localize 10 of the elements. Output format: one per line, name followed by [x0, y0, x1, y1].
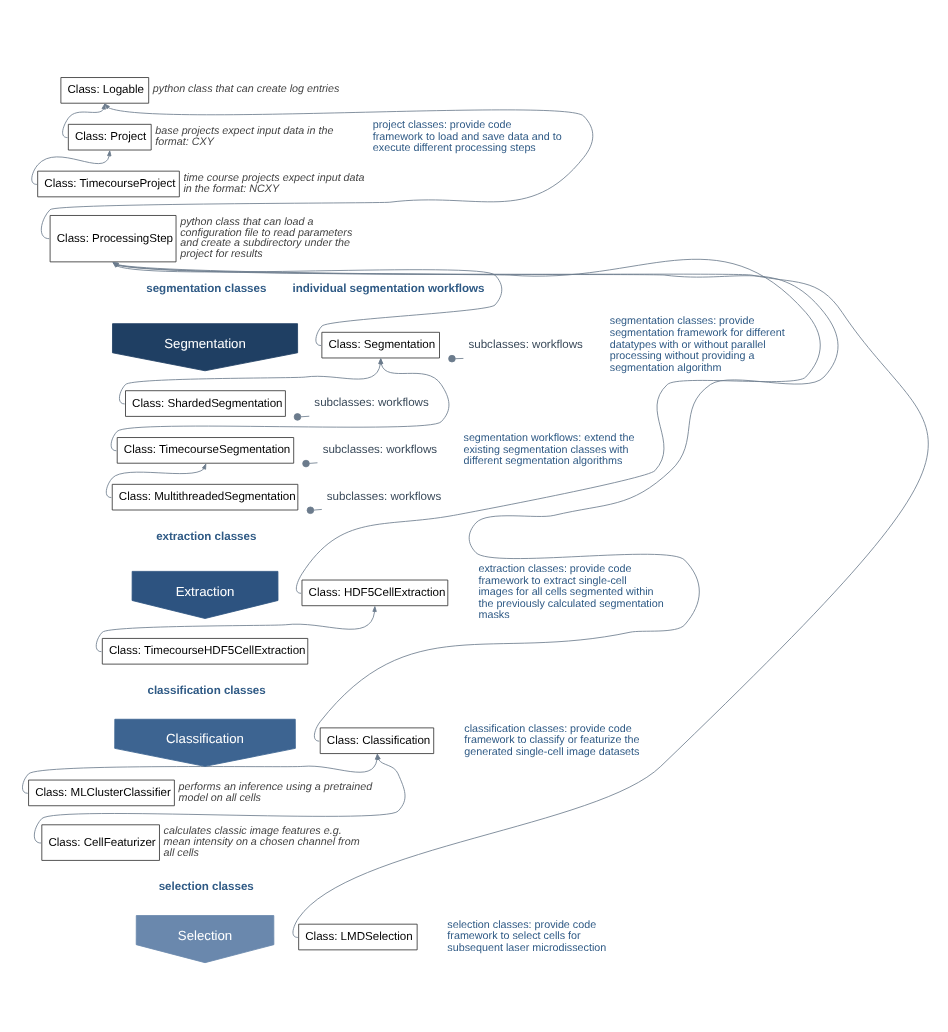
connector	[448, 353, 464, 362]
arrow	[31, 149, 112, 184]
connector	[302, 458, 318, 467]
connector	[293, 412, 310, 420]
arrow	[40, 102, 594, 239]
connector	[306, 505, 323, 513]
arrow	[95, 605, 377, 652]
arrow	[105, 462, 207, 497]
arrow	[62, 102, 106, 137]
arrow	[112, 261, 503, 345]
